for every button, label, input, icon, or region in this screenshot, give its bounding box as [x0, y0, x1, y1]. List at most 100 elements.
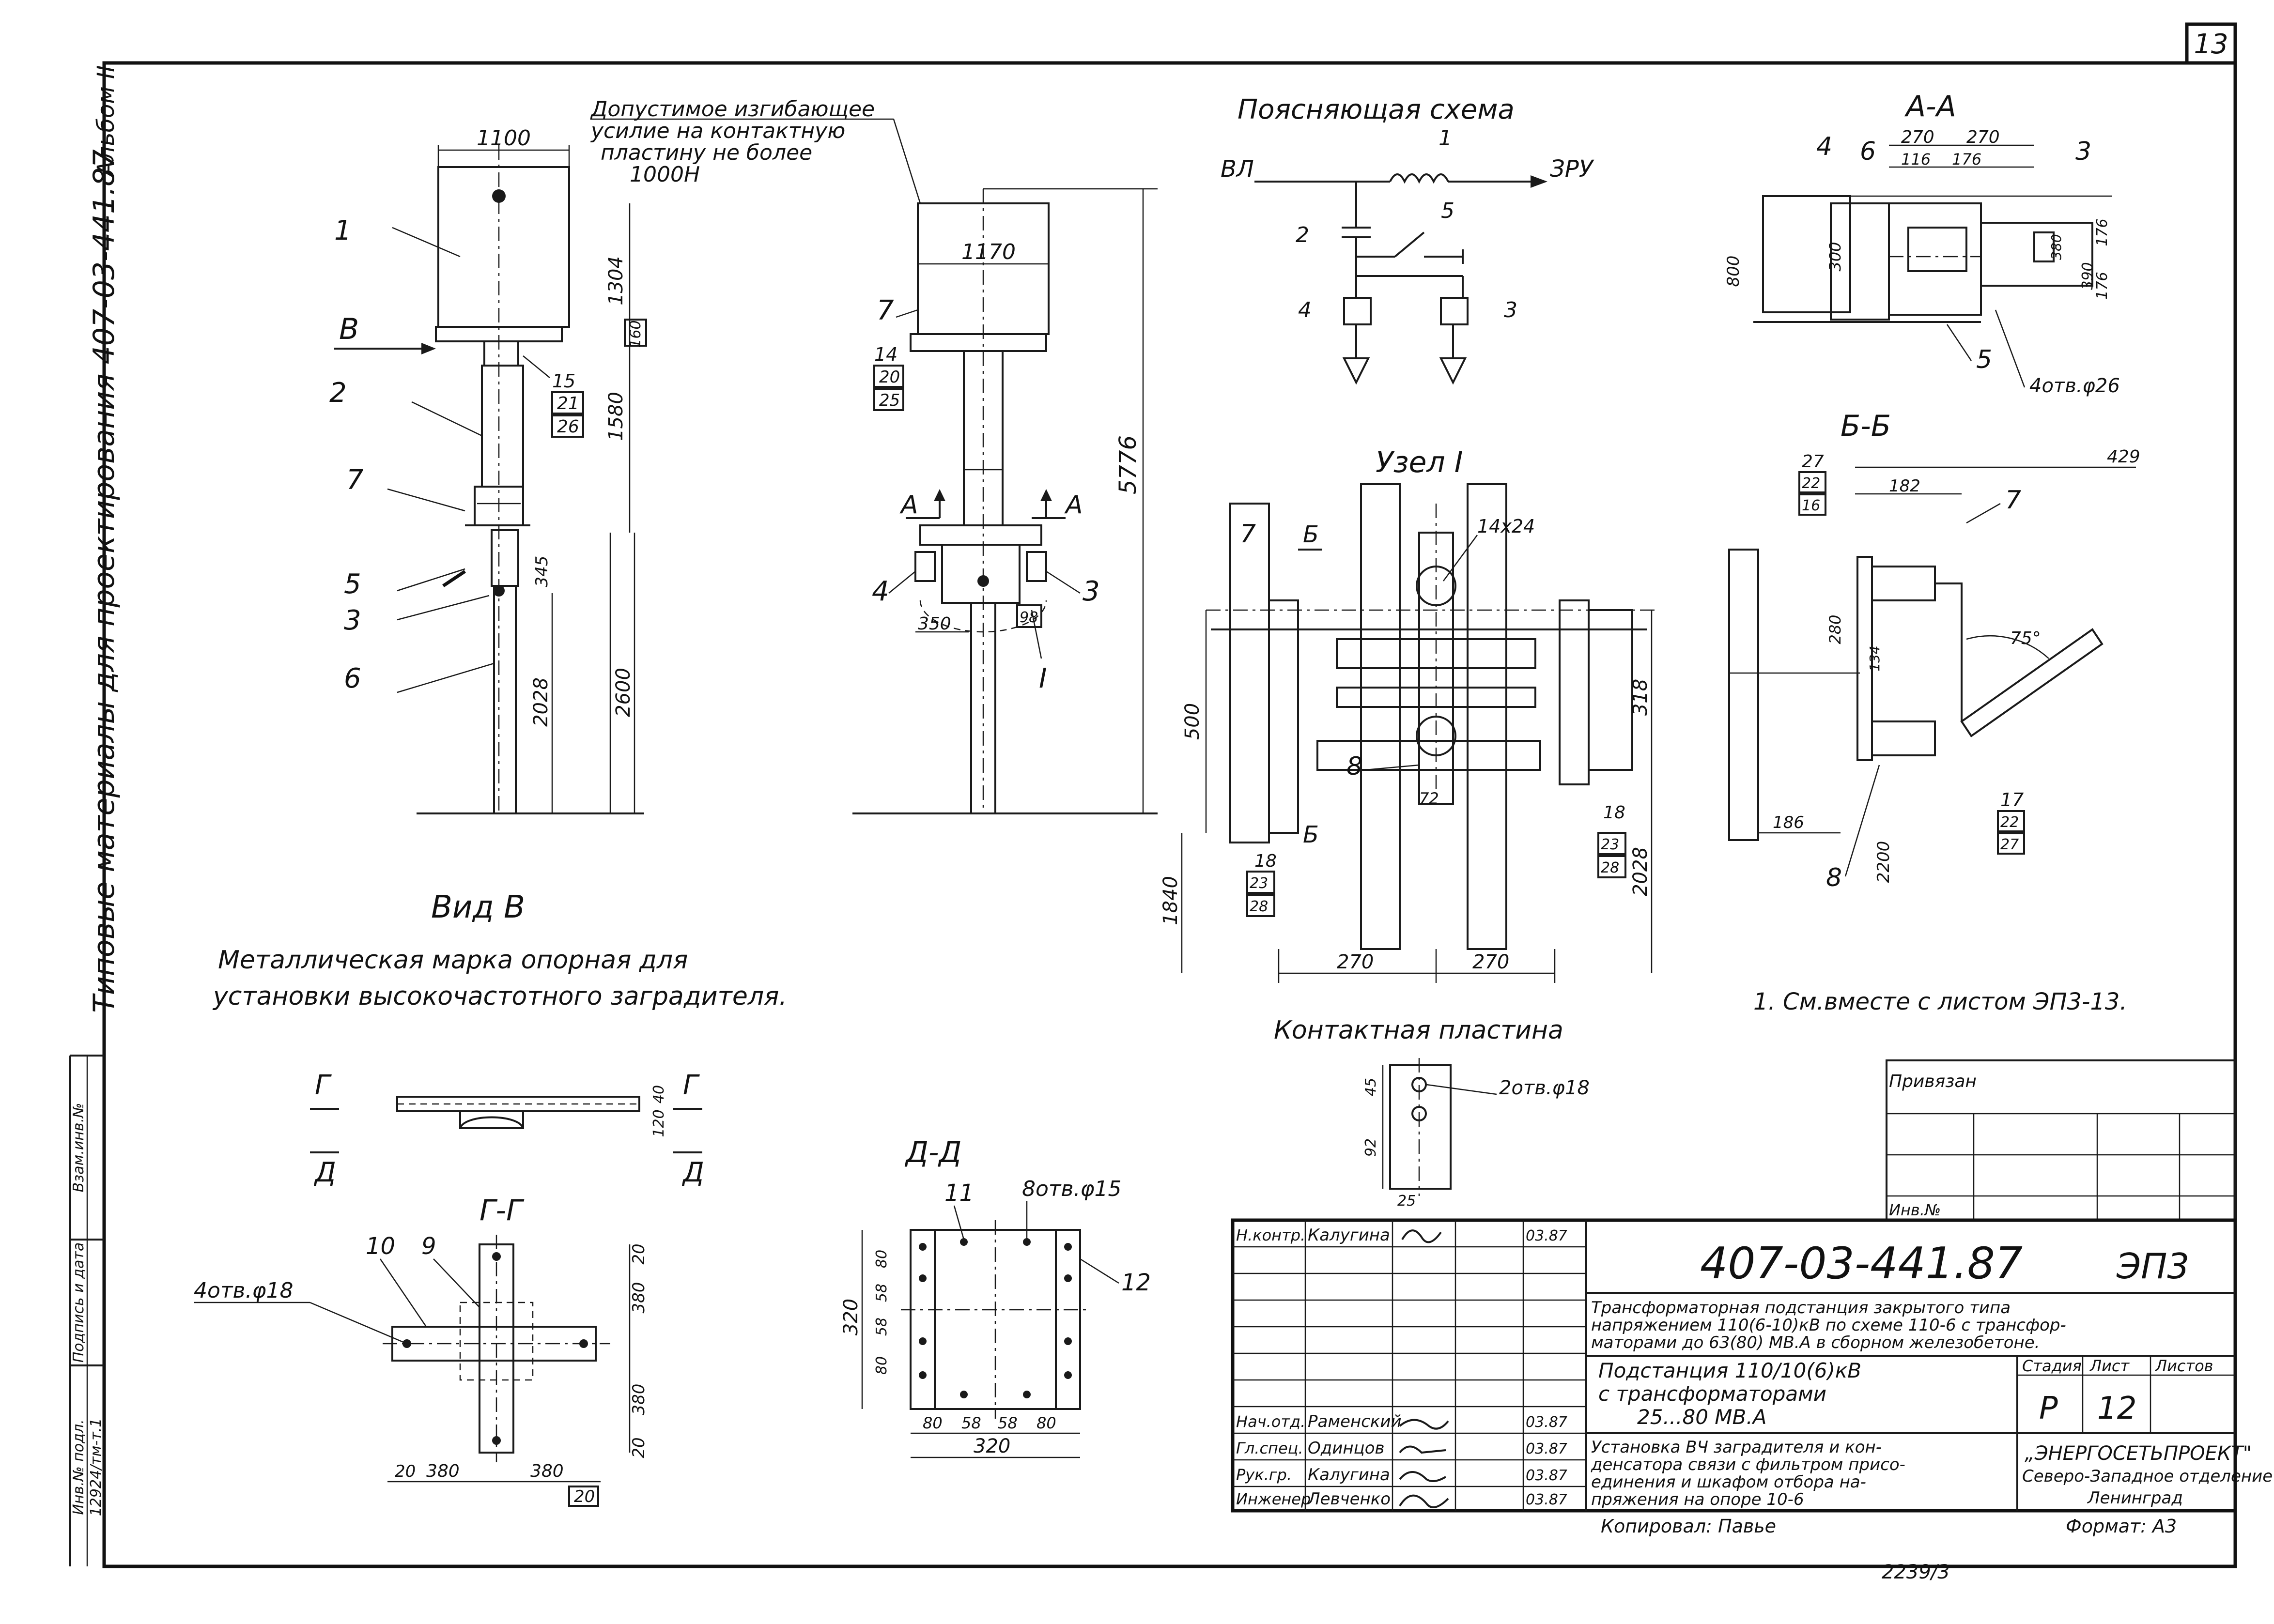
dim-1100: 1100: [477, 126, 531, 151]
svg-text:14: 14: [874, 344, 897, 365]
svg-text:380: 380: [426, 1461, 460, 1481]
svg-text:Нач.отд.: Нач.отд.: [1236, 1412, 1305, 1431]
svg-text:25: 25: [879, 391, 900, 410]
svg-text:Формат: А3: Формат: А3: [2066, 1516, 2177, 1537]
sheet-number-box: [2185, 22, 2237, 65]
svg-text:Металлическая марка опорная дл: Металлическая марка опорная для: [218, 946, 688, 975]
svg-text:429: 429: [2107, 447, 2140, 467]
svg-text:176: 176: [1952, 150, 1981, 169]
svg-text:Допустимое изгибающее: Допустимое изгибающее: [590, 97, 875, 122]
svg-text:Инженер: Инженер: [1236, 1490, 1311, 1508]
svg-text:1170: 1170: [961, 240, 1016, 264]
svg-text:380: 380: [530, 1461, 564, 1481]
side-strip: Типовые материалы для проектирования 407…: [69, 65, 121, 1566]
svg-text:2028: 2028: [1629, 847, 1652, 896]
svg-text:Д: Д: [313, 1157, 336, 1188]
svg-text:Д: Д: [681, 1157, 704, 1188]
svg-text:Лист: Лист: [2089, 1357, 2130, 1375]
svg-text:3: 3: [1504, 298, 1517, 322]
svg-text:Узел I: Узел I: [1376, 445, 1463, 479]
svg-text:20: 20: [629, 1437, 649, 1458]
section-bb: Б-Б 429 182 280 134 75° 186 2200 27 22 1…: [1728, 409, 2140, 892]
explanatory-scheme: Поясняющая схема ВЛ ЗРУ 1 2 5 4 3: [1221, 94, 1594, 385]
svg-text:500: 500: [1181, 703, 1204, 740]
svg-text:1: 1: [1439, 126, 1452, 151]
svg-text:с трансформаторами: с трансформаторами: [1598, 1382, 1826, 1406]
svg-text:300: 300: [1826, 242, 1844, 271]
sheet-number: 13: [2194, 29, 2228, 60]
svg-text:Б: Б: [1303, 521, 1319, 548]
svg-text:4: 4: [1816, 132, 1832, 161]
svg-text:8отв.φ15: 8отв.φ15: [1022, 1177, 1121, 1201]
svg-text:4: 4: [872, 576, 889, 607]
svg-text:Калугина: Калугина: [1308, 1226, 1390, 1245]
svg-text:Б-Б: Б-Б: [1841, 409, 1891, 443]
svg-text:17: 17: [2000, 789, 2024, 811]
svg-text:Б: Б: [1303, 821, 1319, 848]
svg-text:7: 7: [2005, 486, 2021, 515]
svg-text:14х24: 14х24: [1477, 516, 1535, 537]
svg-text:58: 58: [961, 1414, 981, 1432]
inv-podl-label: Инв.№ подл.: [70, 1419, 87, 1515]
svg-text:58: 58: [873, 1318, 890, 1336]
section-dd: Д-Д 320 80 58 58 80 80 58 58 80 320 11 8…: [840, 1135, 1151, 1458]
svg-text:58: 58: [998, 1414, 1018, 1432]
svg-text:72: 72: [1419, 789, 1439, 808]
svg-text:28: 28: [1601, 859, 1619, 876]
svg-text:7: 7: [1240, 520, 1256, 549]
svg-text:2: 2: [329, 377, 347, 409]
svg-text:В: В: [339, 312, 359, 346]
svg-text:пластину не более: пластину не более: [601, 140, 812, 165]
svg-text:92: 92: [1362, 1138, 1379, 1157]
svg-text:380: 380: [2048, 234, 2064, 260]
svg-text:350: 350: [918, 614, 951, 634]
svg-text:80: 80: [873, 1250, 890, 1268]
svg-text:345: 345: [532, 556, 552, 587]
svg-text:58: 58: [873, 1284, 890, 1302]
svg-text:98: 98: [1020, 609, 1038, 626]
svg-text:3: 3: [344, 605, 361, 636]
node-i: Узел I 270 270 500 1840 318 2028 72 14х2…: [1160, 445, 2127, 1015]
svg-text:Установка ВЧ заградителя и кон: Установка ВЧ заградителя и кон-: [1591, 1438, 1882, 1457]
svg-text:Г-Г: Г-Г: [480, 1194, 525, 1227]
podpis-label: Подпись и дата: [70, 1242, 87, 1363]
svg-text:„ЭНЕРГОСЕТЬПРОЕКТ": „ЭНЕРГОСЕТЬПРОЕКТ": [2025, 1442, 2252, 1465]
svg-text:1840: 1840: [1160, 876, 1182, 925]
svg-text:Гл.спец.: Гл.спец.: [1236, 1439, 1303, 1457]
svg-text:18: 18: [1603, 803, 1625, 823]
svg-text:А: А: [899, 490, 918, 520]
front-view-middle: 1170 5776 350 98 I 7 14 20 25 4 3: [852, 188, 1158, 814]
svg-text:2600: 2600: [612, 668, 634, 717]
note-1: 1. См.вместе с листом ЭП3-13.: [1753, 988, 2127, 1015]
svg-text:1304: 1304: [605, 256, 627, 306]
svg-text:пряжения на опоре 10-6: пряжения на опоре 10-6: [1591, 1490, 1804, 1509]
svg-text:120: 120: [650, 1109, 667, 1137]
svg-text:160: 160: [627, 320, 644, 348]
svg-text:23: 23: [1250, 875, 1268, 892]
svg-text:А-А: А-А: [1904, 90, 1956, 123]
svg-text:27: 27: [2000, 836, 2019, 853]
svg-text:270: 270: [1472, 951, 1509, 973]
svg-text:12: 12: [1121, 1269, 1151, 1296]
svg-text:Трансформаторная подстанция за: Трансформаторная подстанция закрытого ти…: [1591, 1298, 2011, 1318]
svg-text:20: 20: [395, 1462, 416, 1481]
svg-text:6: 6: [1860, 137, 1876, 166]
scheme-title: Поясняющая схема: [1238, 94, 1515, 125]
svg-text:20: 20: [574, 1487, 595, 1506]
svg-text:270: 270: [1966, 127, 2000, 147]
svg-text:116: 116: [1901, 150, 1931, 169]
svg-text:390: 390: [2079, 262, 2096, 290]
svg-text:380: 380: [629, 1384, 649, 1415]
svg-text:единения и шкафом отбора на-: единения и шкафом отбора на-: [1591, 1472, 1866, 1492]
svg-text:Контактная пластина: Контактная пластина: [1274, 1016, 1563, 1045]
svg-text:7: 7: [877, 295, 894, 326]
svg-text:ЗРУ: ЗРУ: [1550, 155, 1594, 183]
svg-text:134: 134: [1867, 645, 1883, 671]
svg-text:80: 80: [873, 1356, 890, 1375]
svg-text:280: 280: [1826, 614, 1844, 644]
svg-text:22: 22: [1802, 475, 1820, 492]
album-label: Альбом II: [93, 65, 120, 179]
svg-text:8: 8: [1826, 863, 1842, 892]
svg-text:18: 18: [1254, 851, 1277, 871]
